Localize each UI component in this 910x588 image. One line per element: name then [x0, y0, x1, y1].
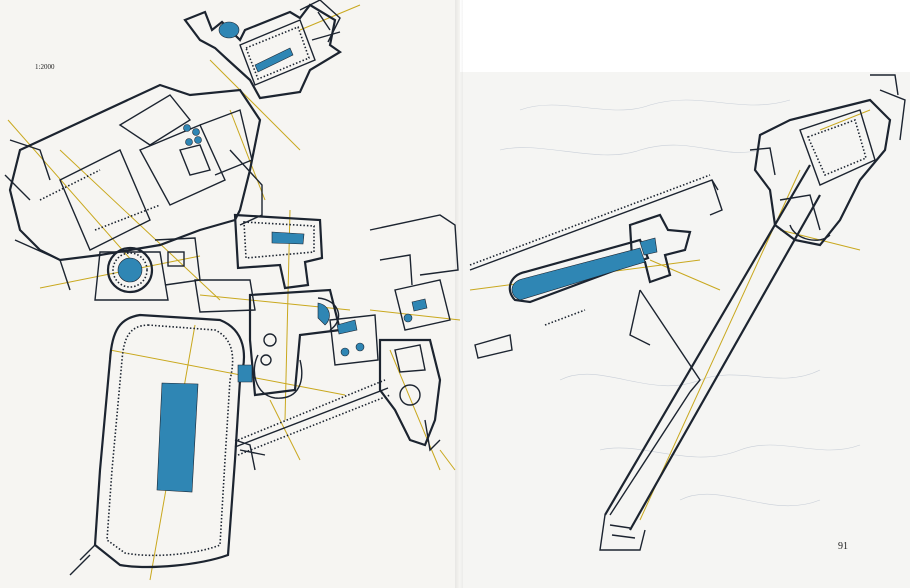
- water-basin: [511, 247, 646, 301]
- axis-line: [369, 309, 461, 321]
- water-basin: [639, 237, 658, 256]
- water-basin: [403, 313, 413, 323]
- water-basin: [192, 128, 200, 136]
- water-basin: [117, 257, 143, 283]
- scale-label: 1:2000: [35, 63, 55, 71]
- background-topography: [499, 99, 861, 507]
- water-basin: [254, 47, 294, 73]
- axis-lines: [7, 4, 871, 581]
- north-complex: [183, 0, 343, 100]
- water-basin: [185, 138, 193, 146]
- water-basin: [355, 342, 365, 352]
- northeast-complex: [749, 74, 906, 247]
- axis-line: [269, 399, 301, 461]
- east-avenue: [599, 164, 821, 551]
- water-basin: [271, 231, 305, 245]
- water-basin: [218, 21, 240, 39]
- axis-line: [229, 109, 266, 201]
- water-basin: [317, 302, 330, 326]
- canopus-complex: [469, 174, 723, 516]
- southeast-buildings: [329, 214, 459, 452]
- left-page: [0, 0, 460, 588]
- axis-line: [439, 449, 456, 471]
- water-basin: [183, 124, 191, 132]
- water-features-left: [117, 21, 428, 493]
- axis-line: [109, 349, 346, 396]
- water-basin: [340, 347, 350, 357]
- water-basin: [336, 319, 358, 335]
- axis-line: [209, 59, 301, 151]
- water-basin: [156, 382, 199, 493]
- axis-line: [389, 349, 441, 471]
- axis-line: [7, 119, 141, 271]
- circular-building: [94, 237, 201, 301]
- east-colonnade: [234, 379, 391, 456]
- central-baths: [194, 213, 342, 399]
- water-basin: [237, 364, 253, 383]
- right-page: [460, 72, 910, 588]
- water-basin: [194, 136, 202, 144]
- water-features-right: [511, 237, 658, 301]
- axis-line: [649, 259, 721, 291]
- axis-line: [199, 294, 351, 311]
- book-gutter: [455, 0, 463, 588]
- water-basin: [411, 298, 428, 312]
- large-enclosure: [69, 313, 266, 576]
- axis-line: [284, 209, 291, 421]
- west-complex: [4, 83, 263, 291]
- page-number: 91: [838, 541, 848, 552]
